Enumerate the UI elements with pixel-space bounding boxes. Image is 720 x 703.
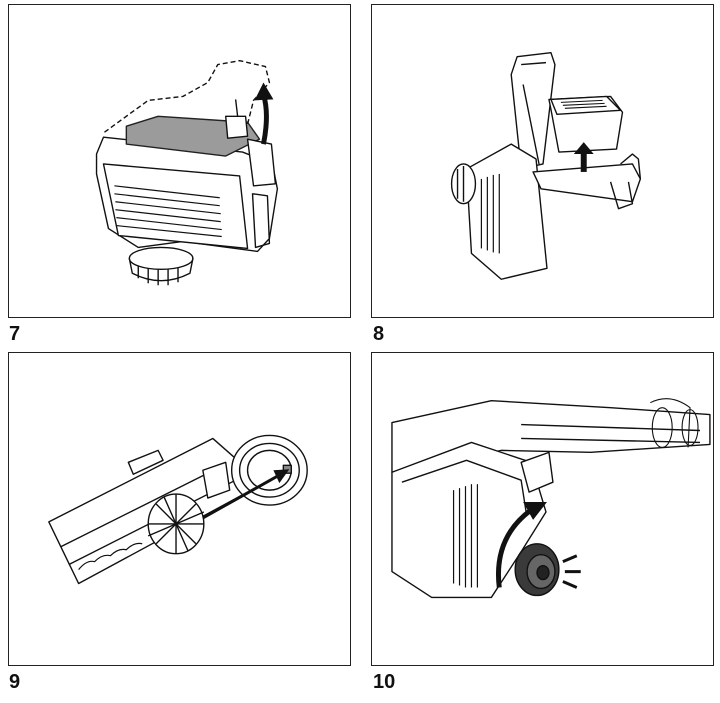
- latch: [225, 115, 249, 139]
- figure-9-illustration: [48, 434, 308, 585]
- lift-arrow-head: [254, 82, 274, 101]
- lift-arrow: [261, 93, 269, 145]
- figure-10-illustration: [391, 398, 711, 599]
- insert-arrow-head: [273, 469, 290, 484]
- figure-8-number: 8: [373, 323, 385, 345]
- vent-slots: [452, 484, 479, 588]
- housing-front: [102, 163, 249, 250]
- figure-7-number: 7: [9, 323, 21, 345]
- up-arrow-head: [573, 142, 594, 155]
- rotate-arrow-head: [523, 502, 547, 520]
- corrugated-section: [78, 542, 143, 570]
- figure-8-panel: [371, 4, 714, 318]
- figure-10-number: 10: [373, 671, 396, 693]
- figure-9-panel: [8, 352, 351, 666]
- click-burst: [562, 554, 581, 589]
- figure-10-panel: [371, 352, 714, 666]
- figure-8-illustration: [450, 51, 642, 280]
- figure-9-number: 9: [9, 671, 21, 693]
- figure-7-illustration: [95, 59, 279, 286]
- rail-details: [650, 398, 699, 448]
- ring-opening: [230, 434, 308, 506]
- vent-slots: [480, 173, 500, 254]
- rotate-arrow: [496, 507, 533, 588]
- vent-slots: [114, 185, 222, 238]
- up-arrow-shaft: [580, 152, 587, 172]
- figure-7-panel: [8, 4, 351, 318]
- insert-arrow: [202, 474, 279, 520]
- container-housing: [465, 143, 548, 280]
